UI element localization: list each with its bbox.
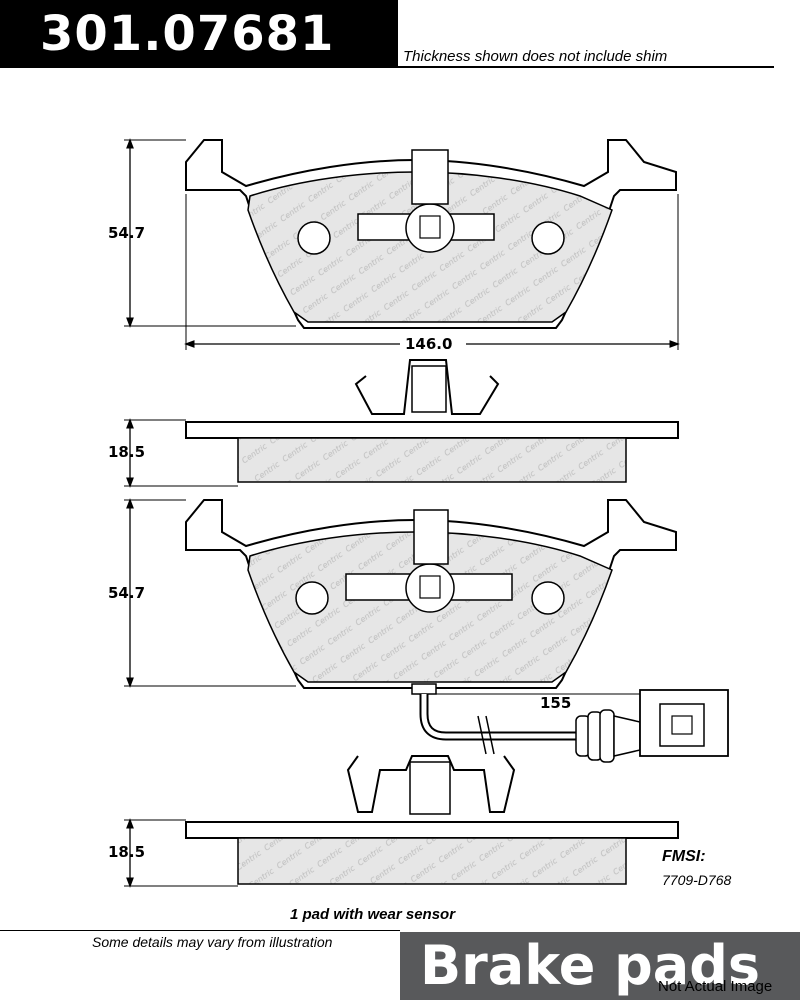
- wear-sensor: 155: [411, 683, 729, 763]
- pad2-height-label: 54.7: [108, 584, 145, 602]
- part-number: 301.07681: [40, 6, 335, 62]
- pad2-height-dimension: 54.7: [108, 498, 296, 688]
- pad1-side-friction: [237, 437, 627, 483]
- footer-banner: [400, 932, 800, 1000]
- pad2-hole-left: [295, 581, 329, 615]
- pad2-side-view: [185, 755, 679, 885]
- pad-width-label: 146.0: [405, 335, 452, 353]
- pad1-front-view: [185, 139, 677, 329]
- pad1-hole-right: [531, 221, 565, 255]
- pad1-side-backing: [185, 421, 679, 439]
- wear-sensor-note: 1 pad with wear sensor: [290, 906, 456, 923]
- pad2-spring-clip: [346, 755, 516, 813]
- pad1-side-view: [185, 359, 679, 483]
- footer-rule: [0, 930, 400, 931]
- pad2-thickness-dimension: 18.5: [108, 818, 238, 888]
- pad1-clip-top: [411, 149, 449, 205]
- pad-width-dimension: 146.0: [184, 194, 680, 353]
- pad2-front-view: [185, 499, 677, 689]
- not-actual-image-note: Not Actual Image: [658, 978, 773, 995]
- thickness-note: Thickness shown does not include shim: [403, 48, 668, 65]
- pad2-clip-top: [413, 509, 449, 565]
- header-rule: [398, 66, 774, 68]
- pad2-hole-right: [531, 581, 565, 615]
- pad2-thickness-label: 18.5: [108, 843, 145, 861]
- header-banner: [0, 0, 398, 68]
- pad2-side-friction: [237, 837, 627, 885]
- product-title: Brake pads: [420, 934, 761, 997]
- pad1-thickness-dimension: 18.5: [108, 418, 238, 488]
- fmsi-code: 7709-D768: [662, 872, 732, 888]
- illustration-disclaimer: Some details may vary from illustration: [92, 934, 333, 950]
- pad1-thickness-label: 18.5: [108, 443, 145, 461]
- pad1-spring-clip: [354, 359, 500, 415]
- sensor-length-label: 155: [540, 694, 571, 712]
- pad1-height-label: 54.7: [108, 224, 145, 242]
- pad1-height-dimension: 54.7: [108, 138, 296, 328]
- pad1-hole-left: [297, 221, 331, 255]
- fmsi-label: FMSI:: [662, 848, 706, 865]
- pad2-side-backing: [185, 821, 679, 839]
